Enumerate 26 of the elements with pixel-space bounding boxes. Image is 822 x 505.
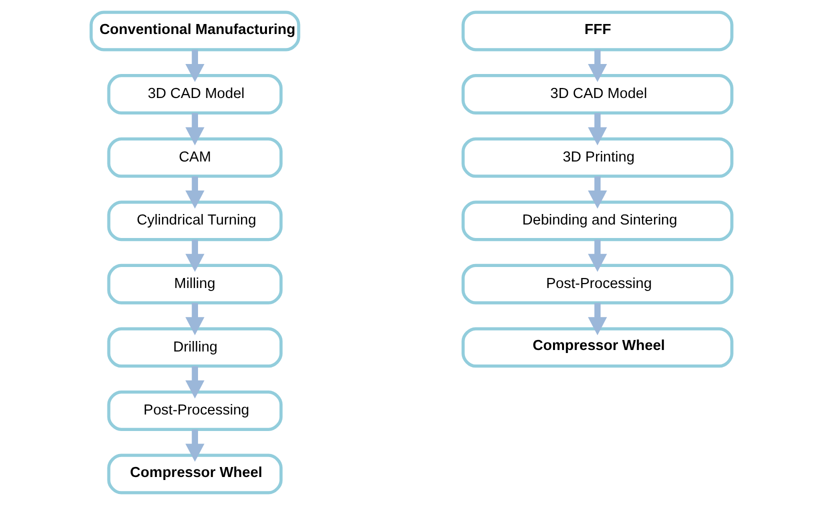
node-box: CAM [106, 137, 282, 178]
arrow [587, 240, 606, 272]
node-box: 3D CAD Model [106, 74, 282, 114]
node-box: Milling [106, 264, 282, 304]
arrow [587, 302, 606, 336]
arrow [184, 113, 204, 146]
node-box: 3D CAD Model [461, 74, 733, 114]
node-box: Debinding and Sintering [461, 200, 733, 242]
node-box: Compressor Wheel [461, 327, 733, 368]
node-box: Cylindrical Turning [106, 200, 282, 242]
arrow [184, 50, 204, 82]
node-box: Conventional Manufacturing [89, 10, 300, 52]
arrow [587, 176, 606, 209]
node-box: Drilling [106, 327, 282, 368]
node-box: Post-Processing [106, 390, 282, 431]
arrow [587, 50, 606, 82]
arrow [184, 366, 204, 399]
arrow [184, 302, 204, 336]
node-box: Compressor Wheel [106, 454, 282, 494]
node-box: FFF [461, 10, 733, 52]
arrow [184, 176, 204, 209]
node-box: Post-Processing [461, 264, 733, 304]
arrow [184, 429, 204, 462]
node-box: 3D Printing [461, 137, 733, 178]
arrow [587, 113, 606, 146]
arrow [184, 240, 204, 272]
